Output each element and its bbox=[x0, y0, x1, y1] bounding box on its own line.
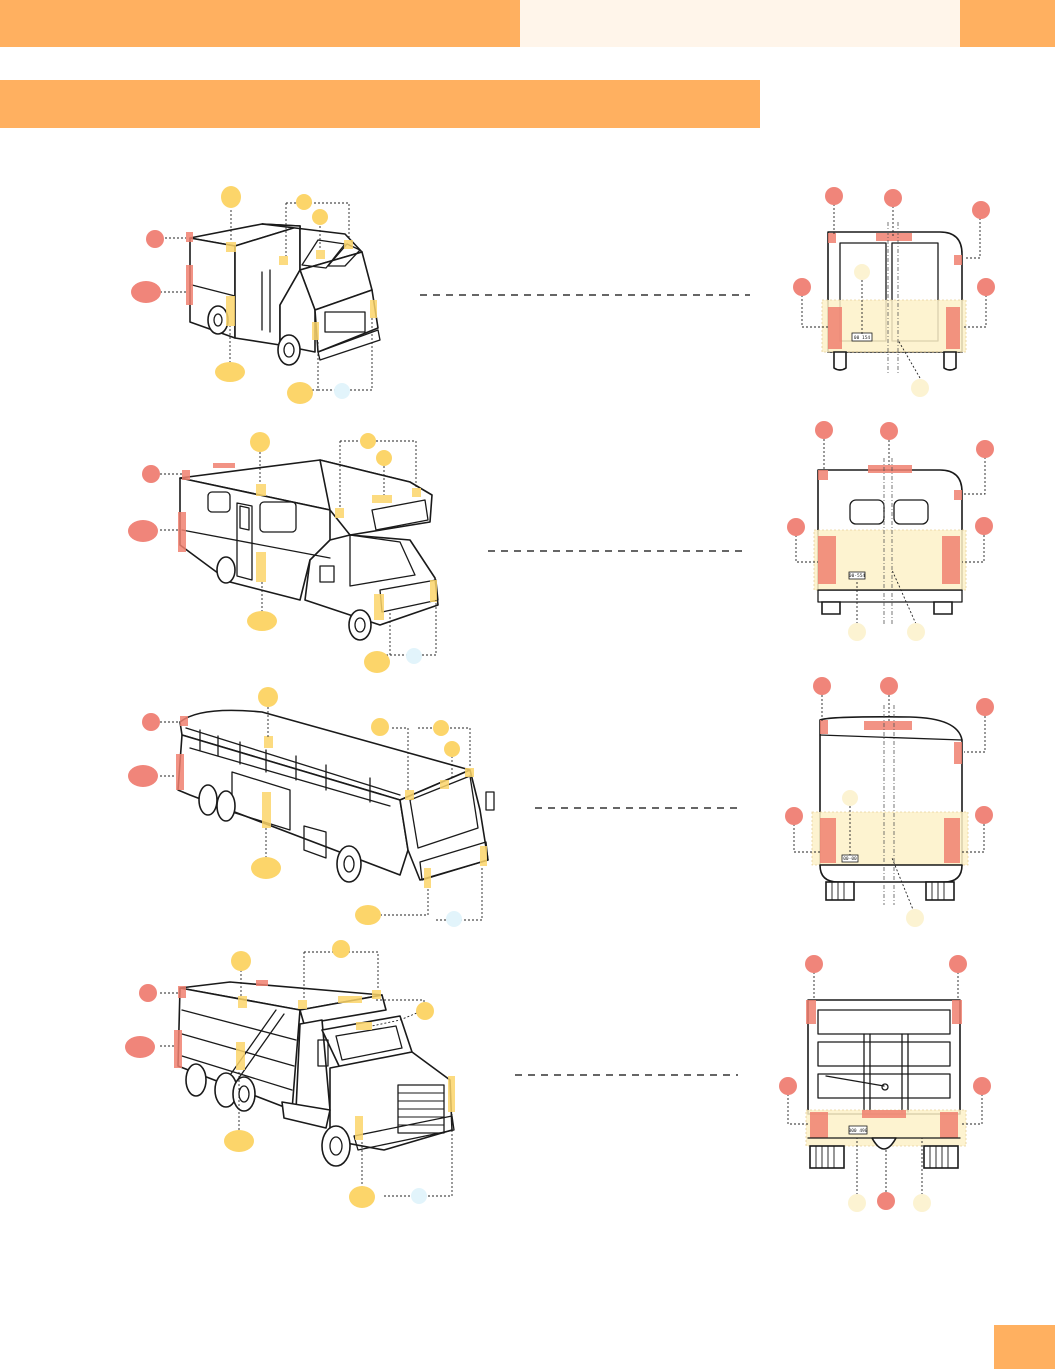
plate-number: 000 490 bbox=[849, 1128, 868, 1134]
step-van-side-view bbox=[131, 186, 381, 404]
coach-bus-rear-view: 00-00 bbox=[785, 677, 994, 927]
header-bar-pale bbox=[520, 0, 960, 47]
header-bar-corner bbox=[960, 0, 1055, 47]
plate-number: 00-554 bbox=[849, 573, 866, 579]
page-number-tab bbox=[994, 1325, 1055, 1369]
plate-number: 00 154 bbox=[854, 335, 871, 341]
dump-truck-rear-view: 000 490 bbox=[779, 955, 991, 1212]
header-bar bbox=[0, 0, 520, 47]
step-van-rear-view: 00 154 bbox=[793, 187, 995, 397]
dump-truck-side-view bbox=[125, 940, 455, 1208]
motorhome-rear-view: 00-554 bbox=[787, 421, 994, 641]
section-title-band bbox=[0, 80, 760, 128]
coach-bus-side-view bbox=[128, 687, 495, 927]
motorhome-side-view bbox=[128, 432, 439, 673]
plate-number: 00-00 bbox=[843, 856, 857, 862]
